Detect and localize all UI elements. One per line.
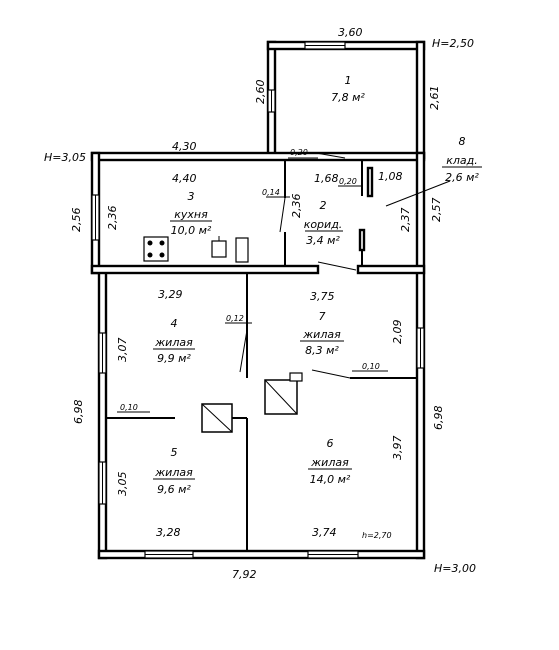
dim-top-annex: 3,60 [338,26,363,39]
dim-kitchen-partition: 2,36 [290,194,303,219]
window-annex-left [267,89,276,113]
room-8-label: 8 клад. 2,6 м² [442,135,482,184]
dim-partition-010-left: 0,10 [120,403,138,412]
room-3-label: 3 кухня 10,0 м² [170,190,212,237]
dim-corridor-top: 1,68 [314,172,339,185]
left-wall-lower [97,266,108,560]
dim-partition-012: 0,12 [226,314,244,323]
dim-kitchen-width: 4,40 [172,172,197,185]
room-7-area: 8,3 м² [305,344,339,357]
room-3-number: 3 [188,190,195,203]
dim-left-outer-lower: 6,98 [72,400,85,425]
heating-stove-right [264,372,303,415]
bottom-wall [97,549,426,560]
room-5-number: 5 [171,446,178,459]
dim-room5-width: 3,28 [156,526,181,539]
sink-fixture [211,236,227,258]
room-8-name: клад. [446,154,478,167]
room-6-number: 6 [327,437,334,450]
room-6-area: 14,0 м² [310,473,351,486]
leader-clad [385,180,451,207]
room-1-label: 1 7,8 м² [331,74,365,104]
room-8-area: 2,6 м² [445,171,479,184]
door-room6 [311,369,351,379]
room-3-area: 10,0 м² [171,224,212,237]
room-3-name: кухня [174,208,208,221]
dim-gap-020-a: 0,20 [290,148,308,157]
room-4-name: жилая [154,336,193,349]
storage-door-jamb [366,166,374,198]
dim-bottom-total: 7,92 [232,568,257,581]
dim-right-outer-lower: 6,98 [432,406,445,431]
room-6-label: 6 жилая 14,0 м² [308,437,352,486]
dim-room5-height: 3,05 [116,472,129,497]
dim-top-main: 4,30 [172,140,197,153]
room-8-number: 8 [459,135,466,148]
dim-room6-height: 3,97 [391,436,404,461]
room-6-name: жилая [310,456,349,469]
storage-door-jamb-lower [358,228,366,252]
dim-annex-right: 2,61 [428,86,441,111]
stove-fixture [143,236,169,262]
window-bottom-left [144,550,194,559]
dim-room7-height: 2,09 [391,320,404,345]
room-5-area: 9,6 м² [157,483,191,496]
room-1-area: 7,8 м² [331,91,365,104]
dim-room6-width: 3,74 [312,526,337,539]
annex-top-wall [266,40,426,51]
door-annex [315,152,346,159]
room-4-area: 9,9 м² [157,352,191,365]
room-2-number: 2 [320,199,327,212]
door-room4 [239,329,248,373]
window-room5-left [98,461,107,505]
window-room4-left [98,332,107,374]
window-annex-top [304,41,346,50]
kitchen-cabinet [235,237,249,263]
dim-kitchen-height: 2,36 [106,206,119,231]
room-7-name: жилая [302,328,341,341]
middle-wall-left [90,264,320,275]
window-kitchen-left [91,194,100,241]
door-kitchen [279,197,286,233]
dim-room7-width: 3,75 [310,290,335,303]
room-2-label: 2 корид. 3,4 м² [304,199,343,247]
dim-room4-width: 3,29 [158,288,183,301]
main-top-wall [90,151,426,162]
room-5-label: 5 жилая 9,6 м² [153,446,195,496]
room-7-label: 7 жилая 8,3 м² [300,310,344,357]
dim-storage-top: 1,08 [378,170,403,183]
dim-ceiling-note: h=2,70 [362,531,392,540]
height-bottom-right: H=3,00 [434,562,476,575]
window-bottom-right [307,550,359,559]
dim-corridor-height: 2,37 [399,208,412,233]
dim-gap-020-b: 0,20 [339,177,357,186]
heating-stove-left [201,403,233,433]
room-4-number: 4 [171,317,178,330]
dim-left-outer: 2,56 [70,208,83,233]
room-5-name: жилая [154,466,193,479]
height-top-right: H=2,50 [432,37,474,50]
dim-partition-014: 0,14 [262,188,280,197]
room-4-label: 4 жилая 9,9 м² [153,317,195,365]
middle-wall-right [356,264,426,275]
dim-right-outer-upper: 2,57 [430,198,443,223]
dim-partition-010-right: 0,10 [362,362,380,371]
height-left: H=3,05 [44,151,86,164]
room-2-name: корид. [304,218,343,231]
room-1-number: 1 [345,74,352,87]
door-room7 [317,261,357,271]
room-2-area: 3,4 м² [306,234,340,247]
room-7-number: 7 [319,310,326,323]
annex-right-wall [415,40,426,160]
dim-room4-height: 3,07 [116,338,129,363]
window-room7-right [416,327,425,369]
dim-annex-left: 2,60 [254,80,267,105]
